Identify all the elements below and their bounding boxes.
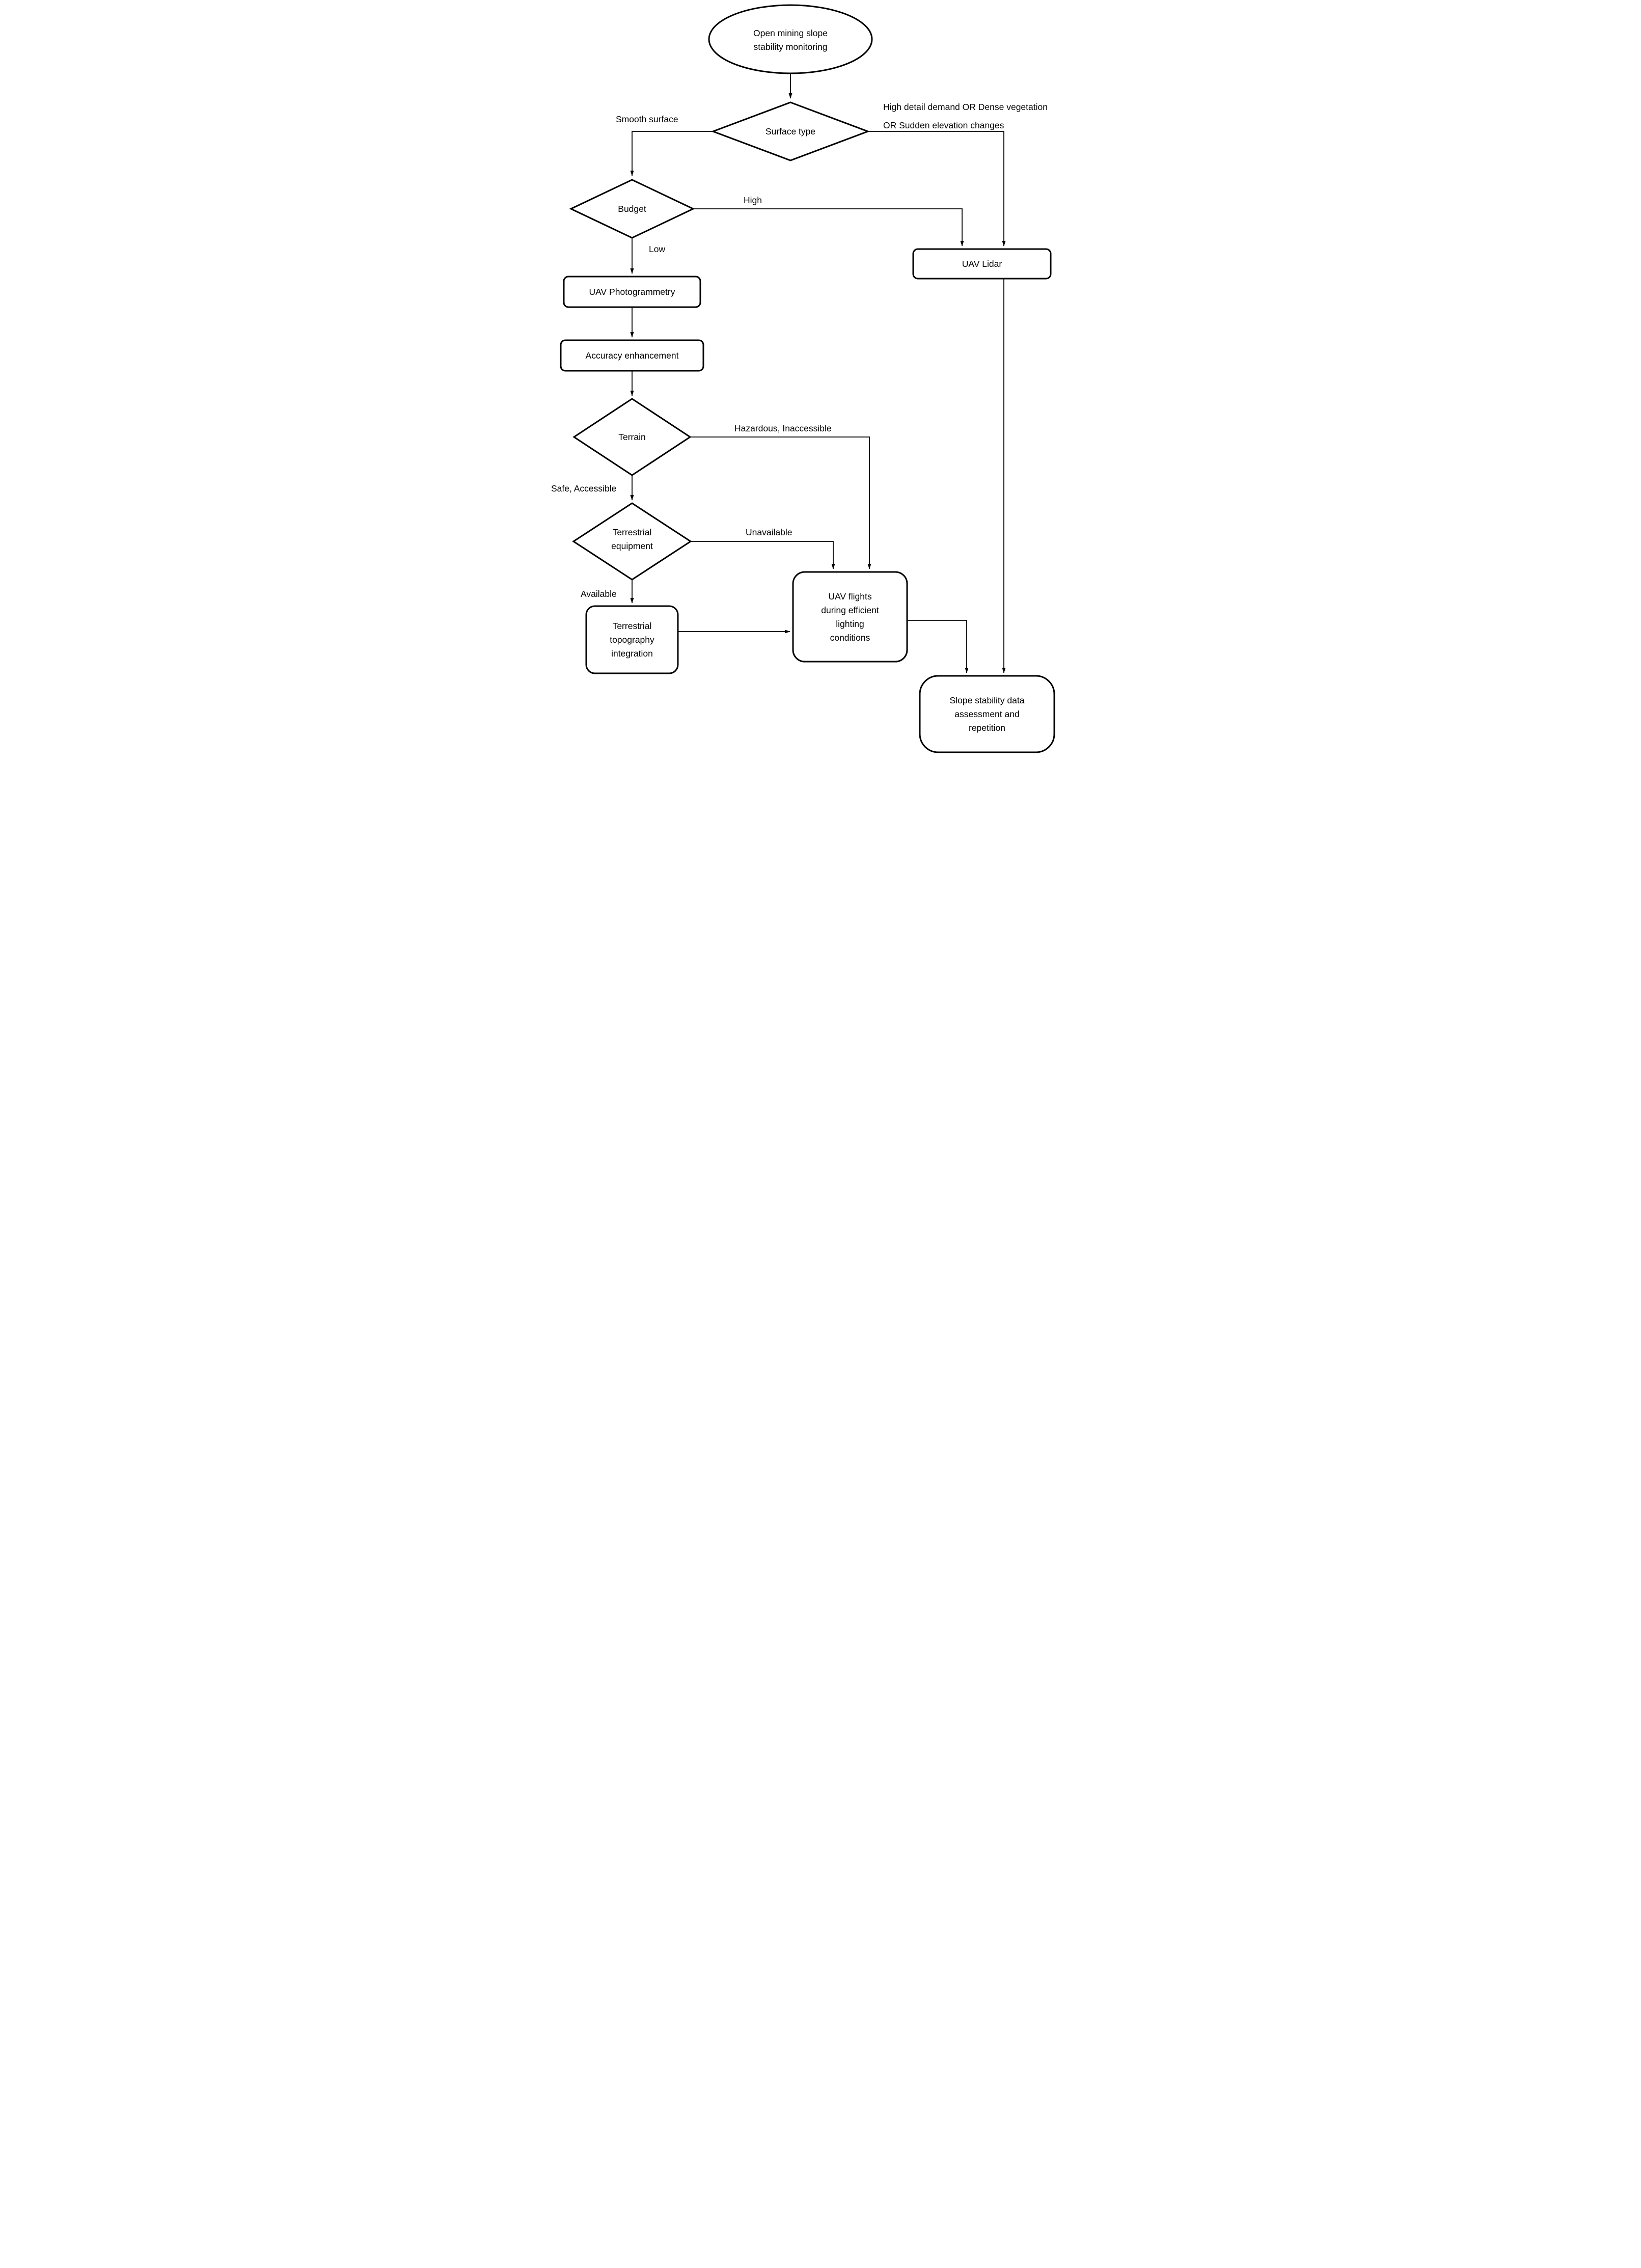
connector-unavailable-to-uav-flights <box>691 541 835 569</box>
uav-lidar-process: UAV Lidar <box>912 248 1052 280</box>
uav-flights-box <box>792 571 908 663</box>
terrestrial-topography-label-line2: topography <box>610 635 654 645</box>
terrestrial-equipment-label-line2: equipment <box>611 541 653 551</box>
surface-type-label: Surface type <box>765 126 815 136</box>
connector-surface-type-to-uav-lidar <box>868 131 1006 247</box>
edge-label-available: Available <box>581 589 617 599</box>
uav-photogrammetry-box <box>563 276 701 308</box>
uav-flights-label-line3: lighting <box>836 619 864 629</box>
flowchart-canvas: Open mining slope stability monitoring S… <box>547 0 1094 756</box>
start-label-line1: Open mining slope <box>753 28 828 38</box>
accuracy-enhancement-process: Accuracy enhancement <box>560 339 704 372</box>
terrain-decision: Terrain <box>572 398 692 476</box>
edge-label-high: High <box>744 195 762 205</box>
edge-label-low: Low <box>649 244 665 254</box>
terrestrial-topography-integration-process: Terrestrial topography integration <box>585 605 679 674</box>
connector-hazardous-to-uav-flights <box>690 436 871 569</box>
uav-flights-label-line2: during efficient <box>821 605 879 615</box>
budget-decision: Budget <box>569 179 695 239</box>
terrestrial-equipment-decision: Terrestrial equipment <box>572 502 692 581</box>
uav-flights-process: UAV flights during efficient lighting co… <box>792 571 908 663</box>
terrestrial-topography-integration-box <box>585 605 679 674</box>
edge-label-high-detail-line1: High detail demand OR Dense vegetation <box>883 102 1048 112</box>
connectors <box>630 73 1006 673</box>
uav-flights-label-line1: UAV flights <box>828 591 872 602</box>
slope-stability-label-line1: Slope stability data <box>950 695 1025 705</box>
uav-photogrammetry-label: UAV Photogrammetry <box>589 287 675 297</box>
surface-type-diamond <box>710 101 870 161</box>
terrestrial-topography-label-line3: integration <box>611 648 653 659</box>
slope-stability-box <box>919 675 1055 753</box>
uav-lidar-label: UAV Lidar <box>962 259 1002 269</box>
connector-high-to-uav-lidar <box>693 208 964 247</box>
edge-label-safe: Safe, Accessible <box>551 483 616 494</box>
flowchart-svg: Open mining slope stability monitoring S… <box>547 0 1094 756</box>
edge-label-high-detail-line2: OR Sudden elevation changes <box>883 120 1004 130</box>
surface-type-decision: Surface type <box>710 101 870 161</box>
slope-stability-label-line2: assessment and <box>954 709 1019 719</box>
edge-label-smooth-surface: Smooth surface <box>616 114 678 124</box>
terrain-label: Terrain <box>618 432 646 442</box>
terrain-diamond <box>572 398 692 476</box>
terrestrial-equipment-diamond <box>572 502 692 581</box>
edge-label-unavailable: Unavailable <box>746 527 792 537</box>
uav-flights-label-line4: conditions <box>830 633 870 643</box>
slope-stability-terminator: Slope stability data assessment and repe… <box>919 675 1055 753</box>
slope-stability-label-line3: repetition <box>969 723 1005 733</box>
start-ellipse <box>708 4 873 74</box>
accuracy-enhancement-label: Accuracy enhancement <box>586 350 679 361</box>
edge-label-hazardous: Hazardous, Inaccessible <box>734 423 832 433</box>
edge-labels: Smooth surface High detail demand OR Den… <box>551 102 1048 599</box>
uav-photogrammetry-process: UAV Photogrammetry <box>563 276 701 308</box>
terrestrial-topography-label-line1: Terrestrial <box>613 621 652 631</box>
connector-smooth-surface-to-budget <box>630 131 713 176</box>
uav-lidar-box <box>912 248 1052 280</box>
start-label-line2: stability monitoring <box>754 42 828 52</box>
start-node: Open mining slope stability monitoring <box>708 4 873 74</box>
terrestrial-equipment-label-line1: Terrestrial <box>613 527 652 537</box>
budget-diamond <box>569 179 695 239</box>
accuracy-enhancement-box <box>560 339 704 372</box>
connector-uav-flights-to-slope-stability <box>907 620 969 673</box>
budget-label: Budget <box>618 204 646 214</box>
